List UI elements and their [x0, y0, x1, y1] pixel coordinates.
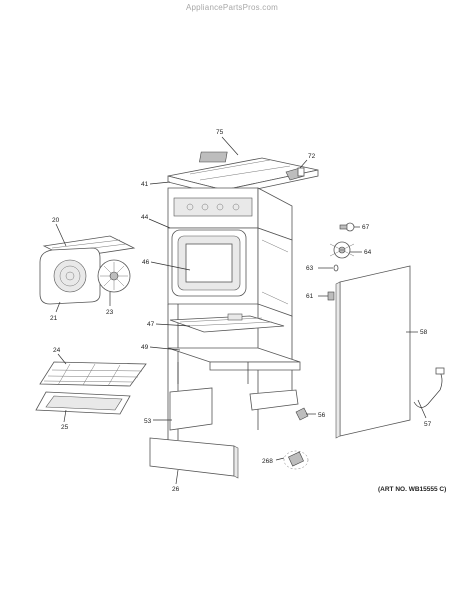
part-label-46: 46	[142, 259, 150, 266]
switch-part	[327, 291, 335, 301]
drawer-front-part	[149, 437, 239, 479]
part-labels: 75 72 41 44 20 67 46 64 63 21 23 61 47 5…	[50, 129, 432, 493]
part-label-21: 21	[50, 315, 58, 322]
leveling-leg-part	[295, 407, 309, 421]
hose-part	[413, 367, 445, 408]
lamp-socket-part	[339, 222, 355, 232]
art-number: (ART NO. WB15555 C)	[378, 486, 446, 493]
side-panel-part	[335, 265, 411, 439]
part-label-64: 64	[364, 249, 372, 256]
support-shelf-part	[167, 347, 301, 384]
broil-pan-part	[35, 391, 131, 415]
terminal-block-part	[283, 450, 309, 470]
bracket-part	[285, 167, 305, 181]
chassis-frame	[167, 187, 293, 440]
part-label-63: 63	[306, 265, 314, 272]
part-label-26: 26	[172, 486, 180, 493]
part-label-53: 53	[144, 418, 152, 425]
knob-clip-part	[333, 264, 339, 272]
selector-switch-part	[329, 241, 355, 259]
part-label-47: 47	[147, 321, 155, 328]
convection-fan-assembly	[39, 235, 136, 305]
part-label-56: 56	[318, 412, 326, 419]
bake-element-part	[169, 313, 285, 333]
part-label-24: 24	[53, 347, 61, 354]
part-label-75: 75	[216, 129, 224, 136]
lower-panel-part	[169, 387, 299, 431]
part-label-23: 23	[106, 309, 114, 316]
part-label-67: 67	[362, 224, 370, 231]
part-label-72: 72	[308, 153, 316, 160]
part-label-49: 49	[141, 344, 149, 351]
part-label-268: 268	[262, 458, 273, 465]
part-label-61: 61	[306, 293, 314, 300]
part-label-44: 44	[141, 214, 149, 221]
leader-lines	[55, 136, 427, 485]
part-label-58: 58	[420, 329, 428, 336]
oven-rack-part	[39, 361, 147, 387]
site-caption: AppliancePartsPros.com	[186, 3, 278, 12]
part-label-41: 41	[141, 181, 149, 188]
part-label-57: 57	[424, 421, 432, 428]
part-label-25: 25	[61, 424, 69, 431]
part-label-20: 20	[52, 217, 60, 224]
